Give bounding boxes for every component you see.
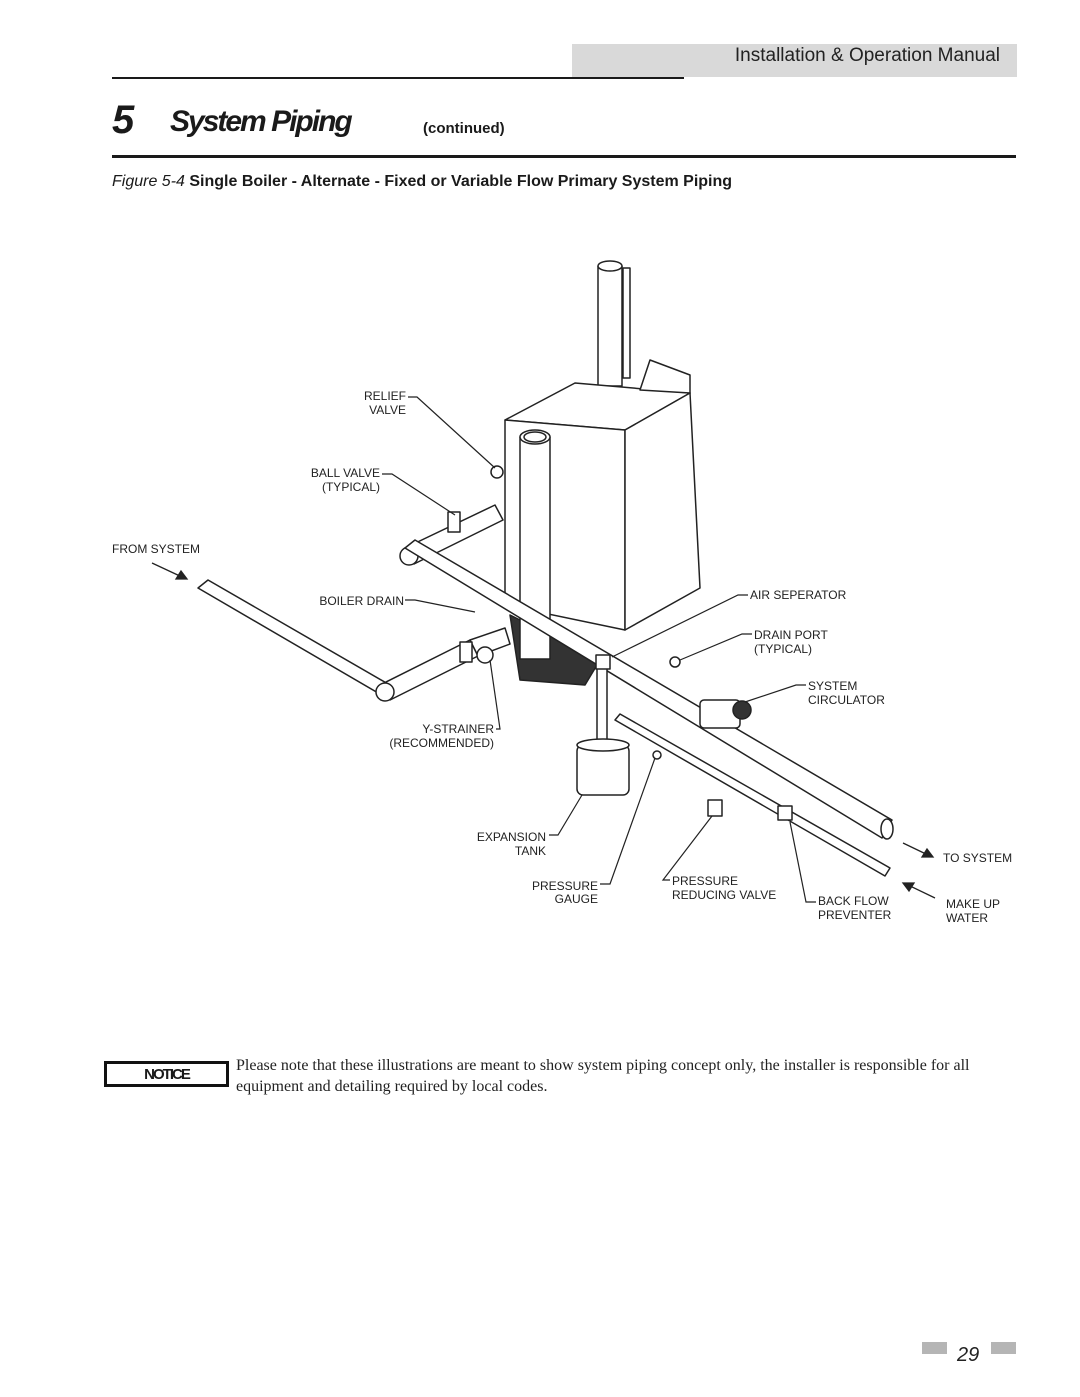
expansion-tank xyxy=(576,744,630,796)
callout-reducing-valve-2: REDUCING VALVE xyxy=(672,888,776,902)
leader-circulator xyxy=(744,684,806,703)
notice-label-box: NOTICE xyxy=(104,1061,229,1087)
leader-air-separator xyxy=(611,594,748,658)
leader-y-strainer xyxy=(489,659,501,730)
callout-relief-valve-2: VALVE xyxy=(369,403,406,417)
arrow-makeup-water xyxy=(907,884,936,899)
header-pipe-end xyxy=(880,818,894,840)
boiler-flange xyxy=(459,641,473,663)
callout-make-up-water-1: MAKE UP xyxy=(946,897,1000,911)
callout-drain-port-2: (TYPICAL) xyxy=(754,642,812,656)
callout-ball-valve-1: BALL VALVE xyxy=(311,466,380,480)
callout-circulator-1: SYSTEM xyxy=(808,679,857,693)
boiler-vent-collar xyxy=(639,359,691,394)
callout-from-system: FROM SYSTEM xyxy=(112,542,200,556)
callout-pressure-gauge-1: PRESSURE xyxy=(532,879,598,893)
section-rule xyxy=(112,155,1016,158)
drain-port xyxy=(669,656,681,668)
callout-expansion-tank-1: EXPANSION xyxy=(477,830,546,844)
figure-title: Single Boiler - Alternate - Fixed or Var… xyxy=(189,173,733,190)
leader-relief-valve xyxy=(408,396,496,469)
arrow-to-system-head xyxy=(920,847,935,858)
callout-make-up-water-2: WATER xyxy=(946,911,988,925)
intake-column-opening xyxy=(523,431,547,443)
circulator-motor xyxy=(732,700,752,720)
leader-expansion-tank xyxy=(549,794,583,836)
pressure-gauge xyxy=(652,750,662,760)
leader-boiler-drain xyxy=(405,599,476,613)
notice-label: NOTICE xyxy=(144,1065,191,1083)
boiler-side xyxy=(624,392,701,631)
callout-boiler-drain: BOILER DRAIN xyxy=(319,594,404,608)
leader-pressure-gauge xyxy=(600,757,656,885)
callout-y-strainer-2: (RECOMMENDED) xyxy=(389,736,494,750)
callout-drain-port-1: DRAIN PORT xyxy=(754,628,828,642)
back-flow-preventer xyxy=(777,805,793,821)
header-rule xyxy=(112,77,684,79)
callout-y-strainer-1: Y-STRAINER xyxy=(422,722,494,736)
vent-pipe-top xyxy=(597,260,623,272)
leader-reducing-valve xyxy=(661,815,713,881)
callout-air-separator: AIR SEPERATOR xyxy=(750,588,847,602)
pressure-reducing-valve xyxy=(707,799,723,817)
header-band xyxy=(572,44,1017,77)
main-header-pipe xyxy=(404,539,893,839)
relief-valve xyxy=(490,465,504,479)
vent-pipe-small xyxy=(622,267,631,379)
leader-back-flow xyxy=(789,821,816,903)
callout-to-system: TO SYSTEM xyxy=(943,851,1012,865)
air-separator-body xyxy=(595,654,611,670)
callout-relief-valve-1: RELIEF xyxy=(364,389,406,403)
callout-ball-valve-2: (TYPICAL) xyxy=(322,480,380,494)
footer-bar-right xyxy=(991,1342,1016,1354)
makeup-pipe xyxy=(614,713,891,877)
figure-caption: Figure 5-4 Single Boiler - Alternate - F… xyxy=(112,172,732,192)
tank-riser xyxy=(596,664,608,746)
manual-title: Installation & Operation Manual xyxy=(734,45,1000,66)
piping-diagram: RELIEF VALVE BALL VALVE (TYPICAL) FROM S… xyxy=(112,260,1012,925)
callout-back-flow-2: PREVENTER xyxy=(818,908,892,922)
arrow-from-system xyxy=(151,562,183,578)
section-continued: (continued) xyxy=(423,120,505,137)
ball-valve xyxy=(447,511,461,533)
section-title: System Piping xyxy=(170,105,353,138)
arrow-makeup-water-head xyxy=(901,882,916,893)
arrow-from-system-head xyxy=(174,569,189,580)
callout-circulator-2: CIRCULATOR xyxy=(808,693,885,707)
callout-expansion-tank-2: TANK xyxy=(515,844,546,858)
leader-ball-valve xyxy=(382,473,456,516)
page-number: 29 xyxy=(957,1344,980,1366)
notice-text: Please note that these illustrations are… xyxy=(236,1057,970,1095)
leader-drain-port xyxy=(679,633,752,661)
figure-label: Figure 5-4 xyxy=(112,173,185,190)
return-elbow xyxy=(375,682,395,702)
callout-pressure-gauge-2: GAUGE xyxy=(555,892,598,906)
footer-bar-left xyxy=(922,1342,947,1354)
section-number: 5 xyxy=(112,98,135,142)
callout-reducing-valve-1: PRESSURE xyxy=(672,874,738,888)
expansion-tank-top xyxy=(576,738,630,752)
vent-pipe xyxy=(597,265,623,387)
callout-back-flow-1: BACK FLOW xyxy=(818,894,889,908)
y-strainer xyxy=(476,646,494,664)
